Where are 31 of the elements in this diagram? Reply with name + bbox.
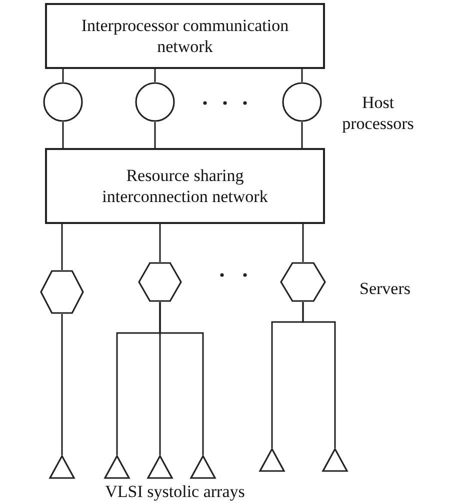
connector-line — [301, 69, 303, 82]
connector-line — [159, 302, 204, 455]
connector-line — [154, 69, 156, 82]
connector-line — [302, 224, 304, 262]
triangle-symbol — [322, 448, 348, 472]
connector-line — [61, 224, 63, 270]
triangle-symbol — [147, 455, 173, 479]
connector-line — [159, 224, 161, 262]
circle-symbol — [135, 82, 175, 122]
hexagon-symbol — [280, 262, 326, 302]
box-label: Interprocessor communication network — [80, 14, 290, 58]
hexagon-symbol — [138, 262, 182, 302]
connector-line — [62, 122, 64, 148]
annotation-text: Host processors — [341, 92, 415, 134]
network-box — [45, 148, 325, 224]
connector-line — [302, 302, 336, 448]
annotation-text: VLSI systolic arrays — [104, 481, 246, 502]
connector-line — [61, 314, 63, 455]
connector-line — [154, 122, 156, 148]
connector-line — [301, 122, 303, 148]
connector-line — [62, 69, 64, 82]
triangle-symbol — [259, 448, 285, 472]
box-label: Resource sharing interconnection network — [101, 164, 269, 208]
triangle-symbol — [190, 455, 216, 479]
annotation-text: Servers — [358, 278, 412, 300]
network-box — [45, 3, 325, 69]
circle-symbol — [282, 82, 322, 122]
circle-symbol — [43, 82, 83, 122]
triangle-symbol — [104, 455, 130, 479]
triangle-symbol — [49, 455, 75, 479]
hexagon-symbol — [40, 270, 84, 314]
